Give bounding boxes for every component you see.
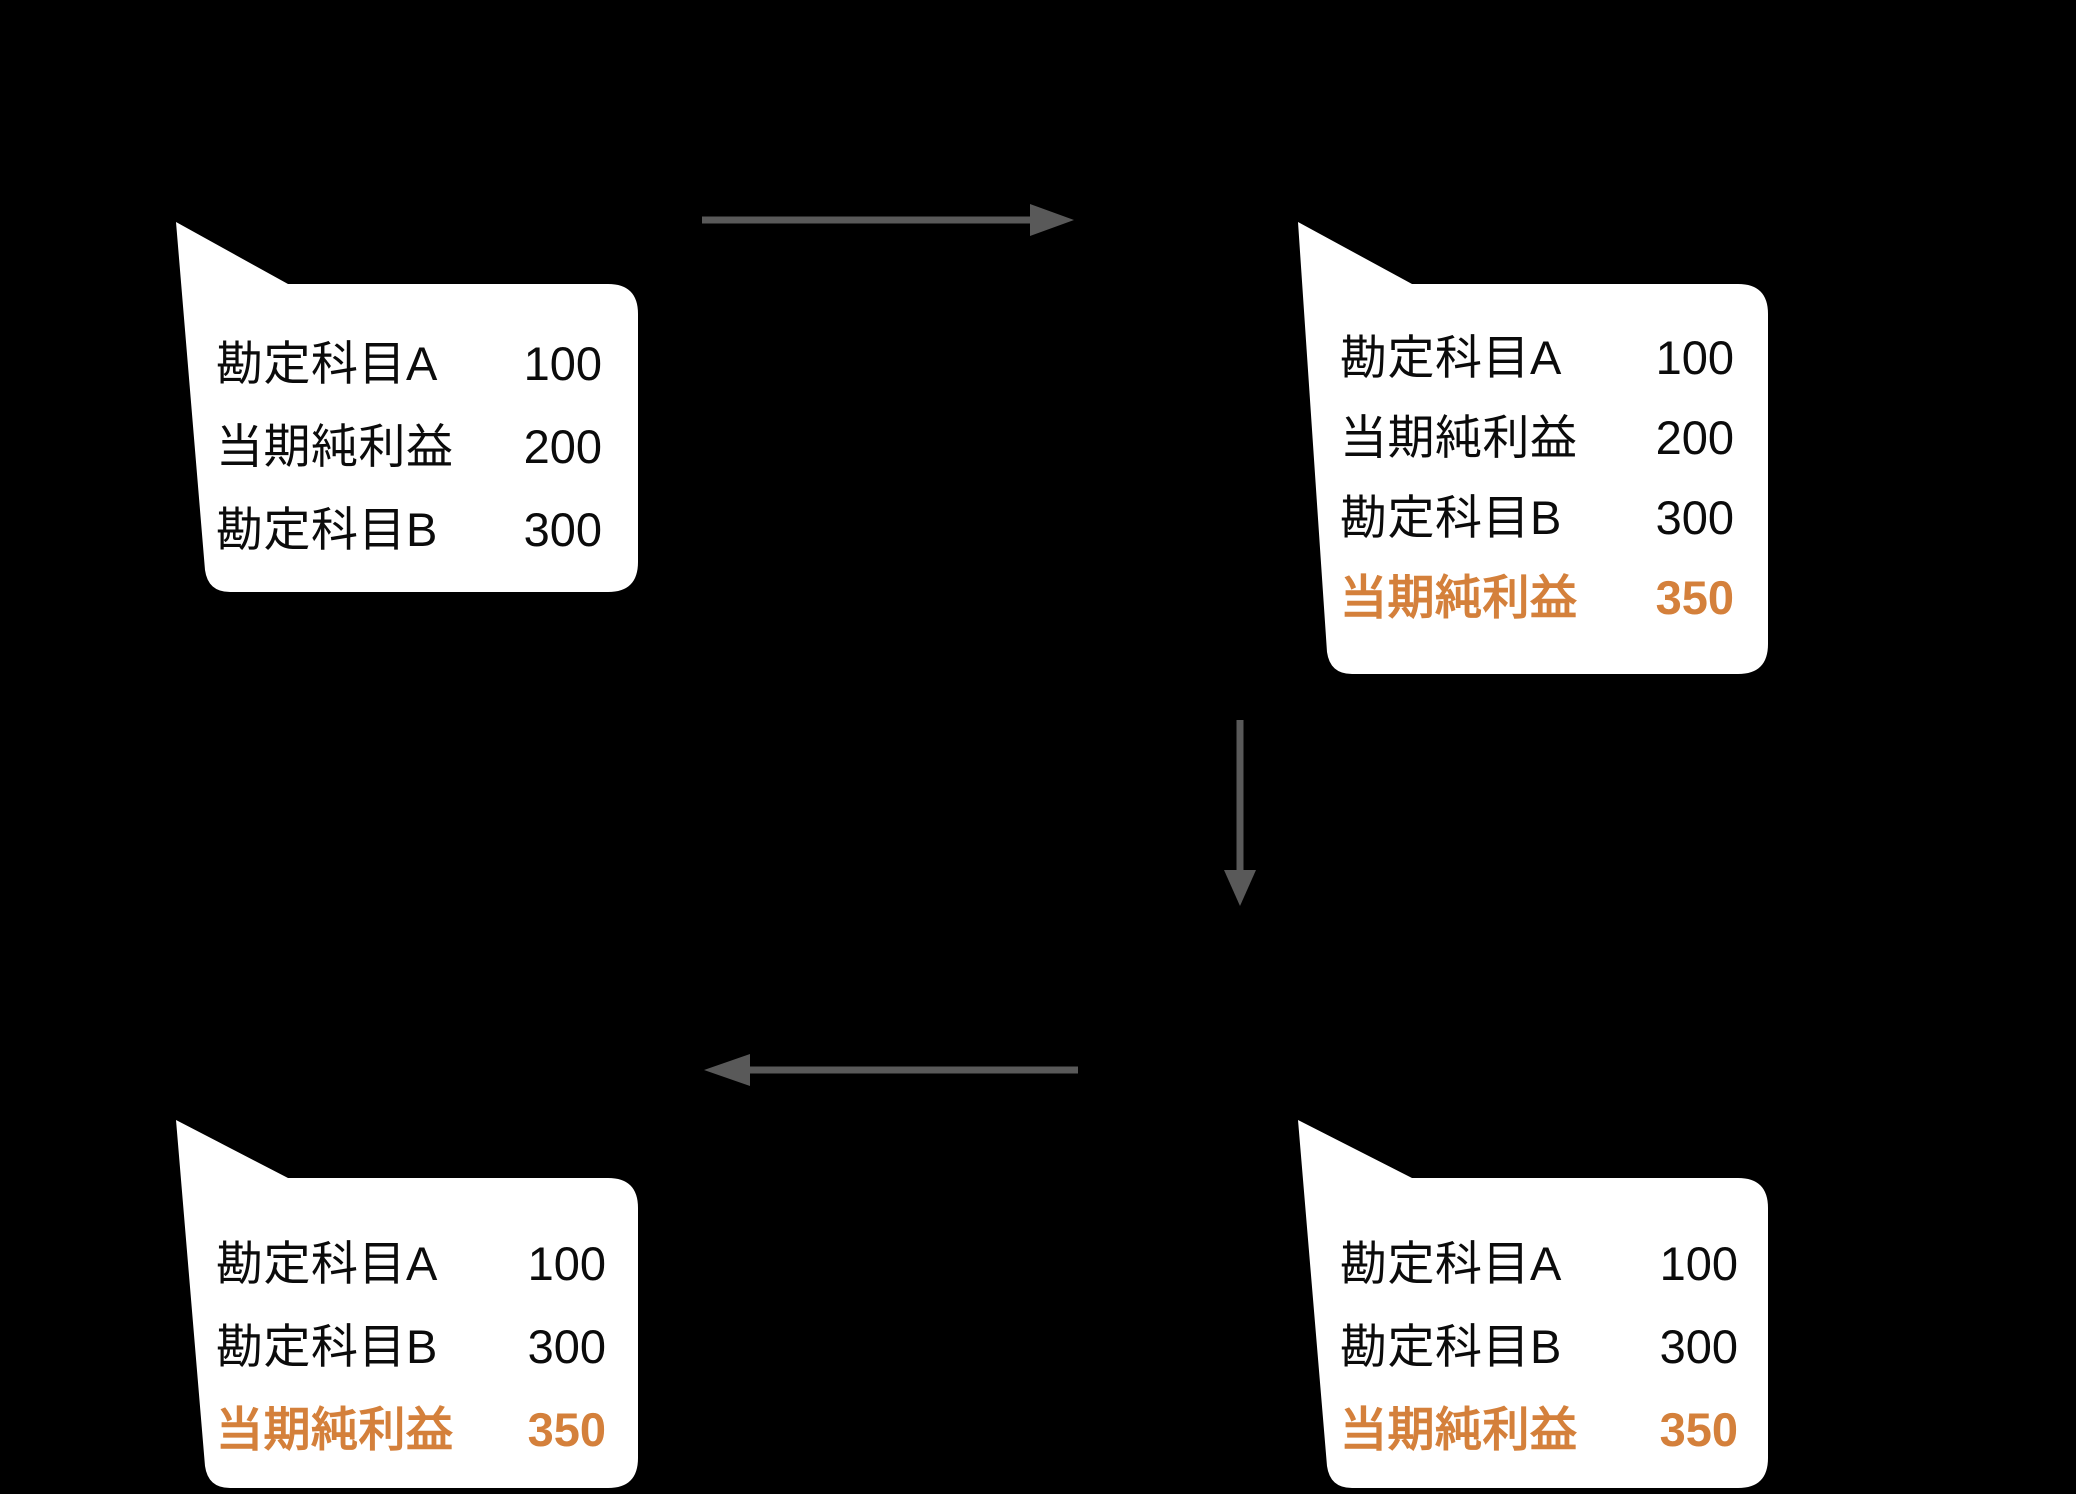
document-shape [1290,222,1768,674]
ledger-row-label: 当期純利益 [1340,571,1578,624]
ledger-row-label: 勘定科目B [1340,1320,1562,1373]
ledger-row-value: 300 [523,503,602,556]
ledger-row-label: 当期純利益 [1340,411,1578,464]
ledger-row-value: 100 [527,1237,606,1290]
ledger-row-label: 勘定科目A [216,337,438,390]
ledger-row: 勘定科目A 100 [216,1240,606,1287]
ledger-card-initial[interactable]: 勘定科目A 100 当期純利益 200 勘定科目B 300 [168,222,638,592]
ledger-row-label: 当期純利益 [1340,1403,1578,1456]
ledger-row: 勘定科目B 300 [216,506,602,553]
ledger-row-value: 350 [527,1403,606,1456]
ledger-row-value: 100 [523,337,602,390]
document-shape [168,222,638,592]
ledger-rows: 勘定科目A 100 当期純利益 200 勘定科目B 300 [168,340,638,553]
ledger-row-label: 勘定科目B [216,503,438,556]
ledger-row-label: 勘定科目A [216,1237,438,1290]
ledger-row-value: 350 [1655,571,1734,624]
ledger-row-label: 勘定科目A [1340,331,1562,384]
ledger-row-value: 300 [1655,491,1734,544]
ledger-row-label: 当期純利益 [216,1403,454,1456]
ledger-row-value: 200 [523,420,602,473]
arrow-left-icon [700,1050,1080,1090]
document-shape [168,1120,638,1488]
ledger-row: 勘定科目A 100 [216,340,602,387]
ledger-row: 勘定科目B 300 [1340,494,1734,541]
ledger-row-label: 勘定科目B [1340,491,1562,544]
ledger-row: 当期純利益 350 [1340,1406,1738,1453]
arrow-right-icon [700,200,1080,240]
ledger-rows: 勘定科目A 100 勘定科目B 300 当期純利益 350 [168,1240,638,1453]
document-shape [1290,1120,1768,1488]
ledger-row-value: 350 [1659,1403,1738,1456]
ledger-row-value: 300 [1659,1320,1738,1373]
ledger-card-final[interactable]: 勘定科目A 100 勘定科目B 300 当期純利益 350 [168,1120,638,1488]
ledger-row: 勘定科目B 300 [216,1323,606,1370]
ledger-card-deduplicated[interactable]: 勘定科目A 100 勘定科目B 300 当期純利益 350 [1290,1120,1768,1488]
ledger-row: 当期純利益 350 [216,1406,606,1453]
ledger-row-value: 100 [1659,1237,1738,1290]
ledger-row-label: 勘定科目B [216,1320,438,1373]
ledger-row: 勘定科目A 100 [1340,334,1734,381]
ledger-row: 当期純利益 350 [1340,574,1734,621]
ledger-row-label: 勘定科目A [1340,1237,1562,1290]
ledger-row: 勘定科目B 300 [1340,1323,1738,1370]
ledger-row: 勘定科目A 100 [1340,1240,1738,1287]
arrow-down-icon [1220,718,1260,908]
ledger-rows: 勘定科目A 100 当期純利益 200 勘定科目B 300 当期純利益 350 [1290,334,1768,621]
ledger-row: 当期純利益 200 [216,423,602,470]
ledger-row-value: 200 [1655,411,1734,464]
ledger-row-value: 100 [1655,331,1734,384]
ledger-rows: 勘定科目A 100 勘定科目B 300 当期純利益 350 [1290,1240,1768,1453]
ledger-row-value: 300 [527,1320,606,1373]
ledger-row-label: 当期純利益 [216,420,454,473]
ledger-row: 当期純利益 200 [1340,414,1734,461]
ledger-card-appended[interactable]: 勘定科目A 100 当期純利益 200 勘定科目B 300 当期純利益 350 [1290,222,1768,674]
